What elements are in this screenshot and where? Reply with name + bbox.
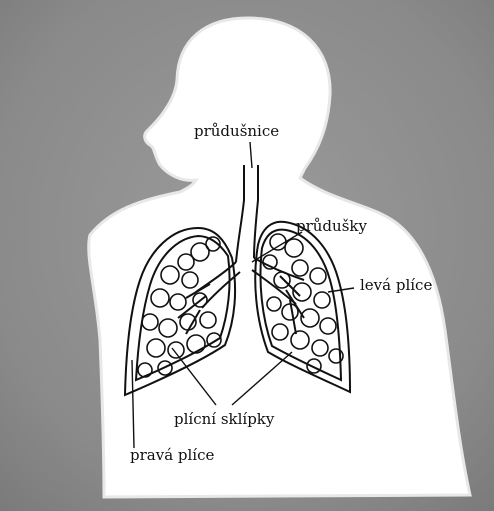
label-trachea: průdušnice <box>194 122 279 140</box>
label-right-lung: pravá plíce <box>130 446 214 464</box>
label-alveoli: plícní sklípky <box>174 410 275 428</box>
label-bronchi: průdušky <box>296 217 367 235</box>
label-left-lung: levá plíce <box>360 276 432 294</box>
